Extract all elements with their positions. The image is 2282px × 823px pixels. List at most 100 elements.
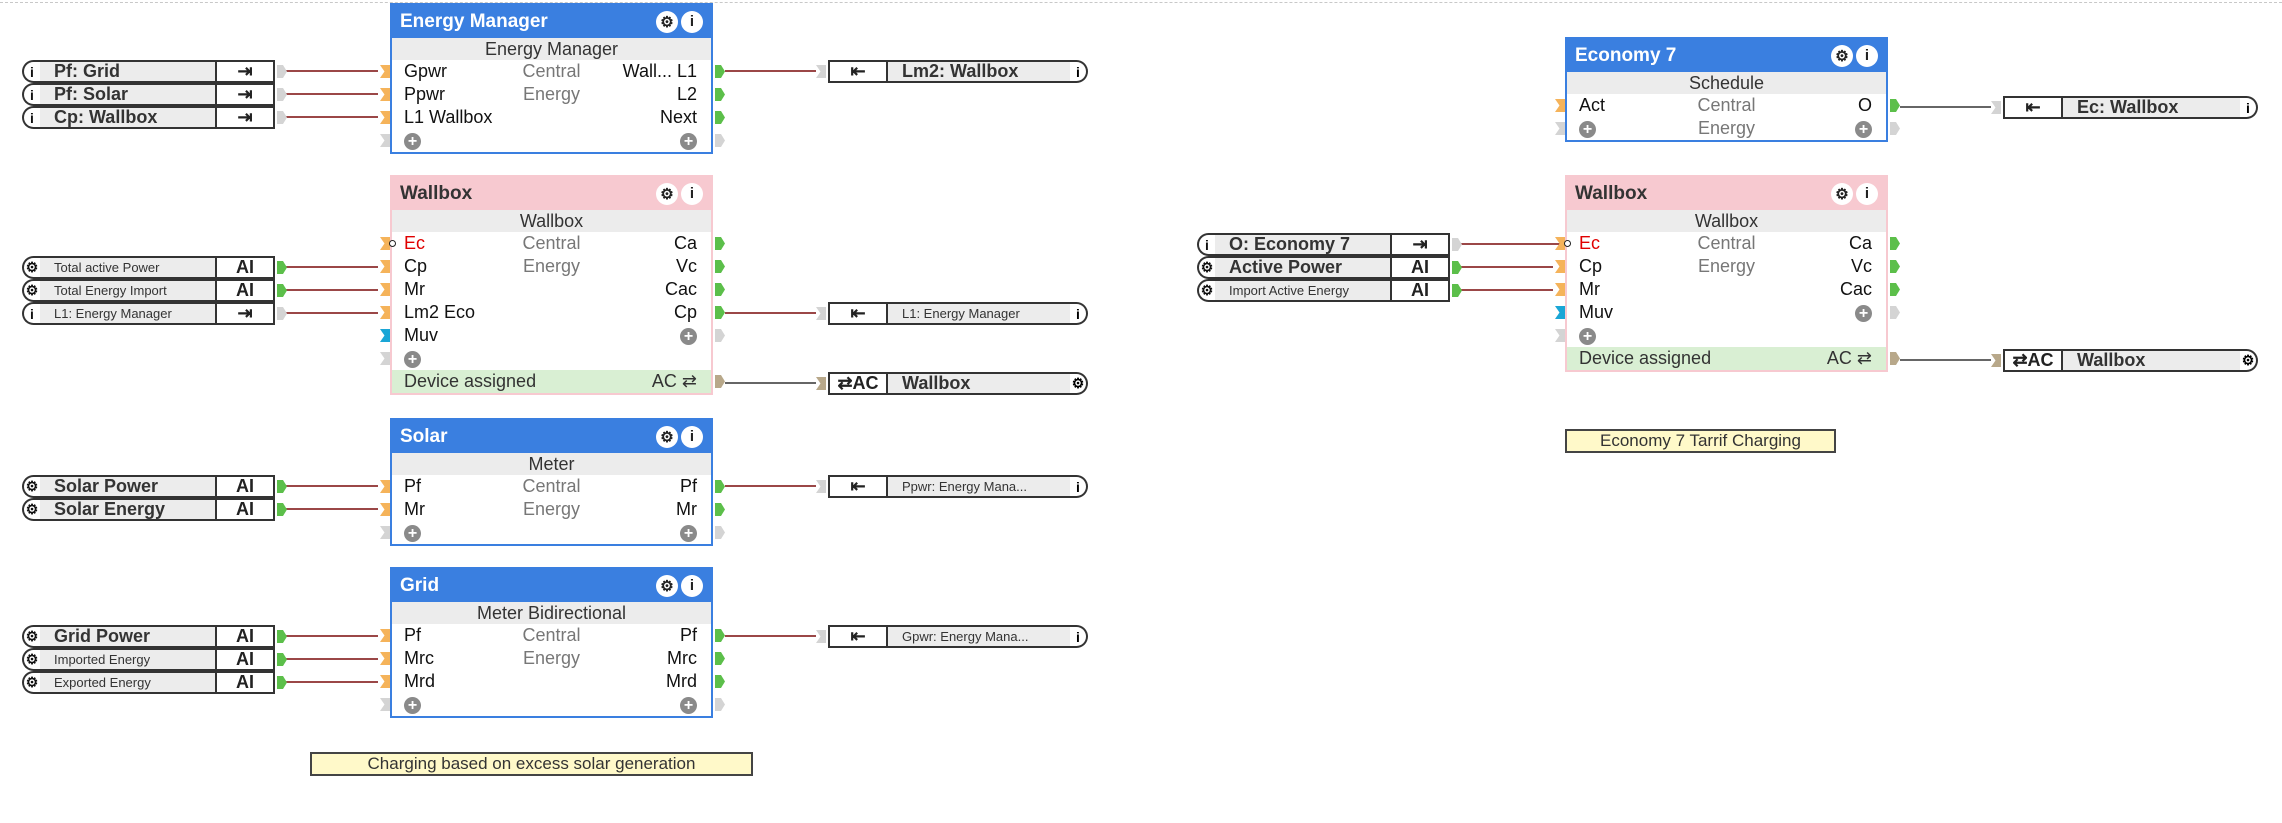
- add-input-icon[interactable]: +: [1579, 120, 1596, 138]
- input-connector[interactable]: [380, 260, 390, 273]
- gear-icon[interactable]: ⚙: [656, 182, 678, 205]
- info-icon[interactable]: i: [681, 182, 703, 205]
- input-connector[interactable]: [380, 698, 390, 711]
- node-connector[interactable]: [277, 284, 287, 297]
- info-icon[interactable]: i: [1856, 44, 1878, 67]
- output-connector[interactable]: [715, 503, 725, 516]
- input-connector[interactable]: [380, 88, 390, 101]
- output-connector[interactable]: [1890, 122, 1900, 135]
- gear-icon[interactable]: ⚙: [22, 475, 40, 498]
- gear-icon[interactable]: ⚙: [22, 279, 40, 302]
- add-input-icon[interactable]: +: [404, 132, 421, 150]
- input-connector[interactable]: [1555, 306, 1565, 319]
- info-icon[interactable]: i: [681, 10, 703, 33]
- info-icon[interactable]: i: [22, 60, 40, 83]
- block-header[interactable]: Grid ⚙i: [392, 569, 711, 602]
- output-connector[interactable]: [1890, 283, 1900, 296]
- add-input-icon[interactable]: +: [404, 524, 421, 542]
- add-input-icon[interactable]: +: [404, 350, 421, 368]
- gear-icon[interactable]: ⚙: [22, 671, 40, 694]
- input-connector[interactable]: [380, 629, 390, 642]
- node-connector[interactable]: [277, 261, 287, 274]
- node-connector[interactable]: [277, 676, 287, 689]
- info-icon[interactable]: i: [681, 425, 703, 448]
- input-connector[interactable]: [380, 237, 390, 250]
- add-output-icon[interactable]: +: [1855, 304, 1872, 322]
- add-output-icon[interactable]: +: [680, 132, 697, 150]
- add-output-icon[interactable]: +: [680, 327, 697, 345]
- info-icon[interactable]: i: [2240, 96, 2258, 119]
- input-connector[interactable]: [1555, 283, 1565, 296]
- output-connector[interactable]: [715, 260, 725, 273]
- gear-icon[interactable]: ⚙: [1197, 279, 1215, 302]
- info-icon[interactable]: i: [1856, 182, 1878, 205]
- output-connector[interactable]: [715, 88, 725, 101]
- node-connector[interactable]: [277, 503, 287, 516]
- node-connector[interactable]: [816, 307, 826, 320]
- node-connector[interactable]: [1452, 238, 1462, 251]
- output-node[interactable]: ⇤Gpwr: Energy Mana...i: [816, 625, 1088, 648]
- output-connector[interactable]: [715, 629, 725, 642]
- comment-note[interactable]: Economy 7 Tarrif Charging: [1565, 429, 1836, 453]
- output-connector[interactable]: [715, 306, 725, 319]
- output-connector[interactable]: [715, 237, 725, 250]
- block-header[interactable]: Wallbox ⚙i: [1567, 177, 1886, 210]
- add-output-icon[interactable]: +: [680, 524, 697, 542]
- info-icon[interactable]: i: [1070, 60, 1088, 83]
- gear-icon[interactable]: ⚙: [2240, 349, 2258, 372]
- output-connector[interactable]: [715, 480, 725, 493]
- output-connector[interactable]: [1890, 260, 1900, 273]
- gear-icon[interactable]: ⚙: [1070, 372, 1088, 395]
- node-connector[interactable]: [277, 307, 287, 320]
- node-connector[interactable]: [816, 630, 826, 643]
- node-connector[interactable]: [277, 630, 287, 643]
- add-input-icon[interactable]: +: [404, 696, 421, 714]
- input-connector[interactable]: [380, 503, 390, 516]
- add-output-icon[interactable]: +: [1855, 120, 1872, 138]
- gear-icon[interactable]: ⚙: [656, 574, 678, 597]
- input-connector[interactable]: [1555, 99, 1565, 112]
- input-connector[interactable]: [380, 352, 390, 365]
- input-connector[interactable]: [380, 134, 390, 147]
- gear-icon[interactable]: ⚙: [22, 256, 40, 279]
- info-icon[interactable]: i: [22, 83, 40, 106]
- node-connector[interactable]: [816, 480, 826, 493]
- node-connector[interactable]: [1991, 101, 2001, 114]
- input-connector[interactable]: [1555, 260, 1565, 273]
- node-connector[interactable]: [1452, 261, 1462, 274]
- output-connector[interactable]: [715, 65, 725, 78]
- node-connector[interactable]: [277, 111, 287, 124]
- info-icon[interactable]: i: [1070, 302, 1088, 325]
- gear-icon[interactable]: ⚙: [656, 10, 678, 33]
- input-connector[interactable]: [380, 480, 390, 493]
- block-header[interactable]: Solar ⚙i: [392, 420, 711, 453]
- gear-icon[interactable]: ⚙: [1831, 182, 1853, 205]
- block-header[interactable]: Wallbox ⚙i: [392, 177, 711, 210]
- node-connector[interactable]: [277, 88, 287, 101]
- gear-icon[interactable]: ⚙: [1831, 44, 1853, 67]
- device-connector[interactable]: [1890, 352, 1900, 365]
- output-connector[interactable]: [715, 652, 725, 665]
- input-connector[interactable]: [380, 652, 390, 665]
- output-connector[interactable]: [1890, 237, 1900, 250]
- output-connector[interactable]: [715, 675, 725, 688]
- info-icon[interactable]: i: [681, 574, 703, 597]
- output-connector[interactable]: [715, 329, 725, 342]
- gear-icon[interactable]: ⚙: [1197, 256, 1215, 279]
